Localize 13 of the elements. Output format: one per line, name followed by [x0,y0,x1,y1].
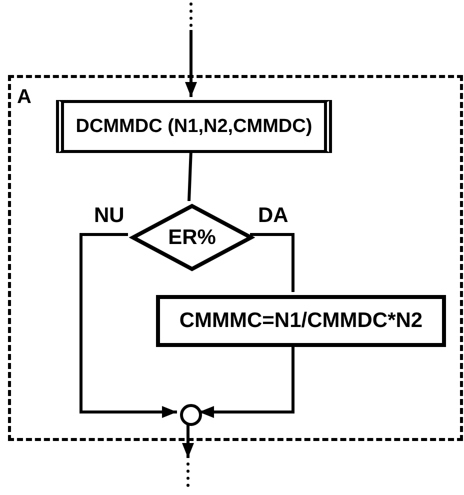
group-label: A [17,86,32,109]
flow-line [250,233,294,292]
flow-line [185,30,197,97]
connector-circle [180,404,202,426]
subroutine-box [56,100,332,153]
decision-diamond [131,204,253,271]
group-frame [8,75,463,441]
process-box [156,295,446,347]
flow-line [182,423,194,458]
statement-text: CMMMC=N1/CMMDC*N2 [179,309,423,333]
statement-text: DCMMDC (N1,N2,CMMDC) [76,116,312,138]
flow-line [80,233,177,418]
condition-text: ER% [168,226,216,250]
